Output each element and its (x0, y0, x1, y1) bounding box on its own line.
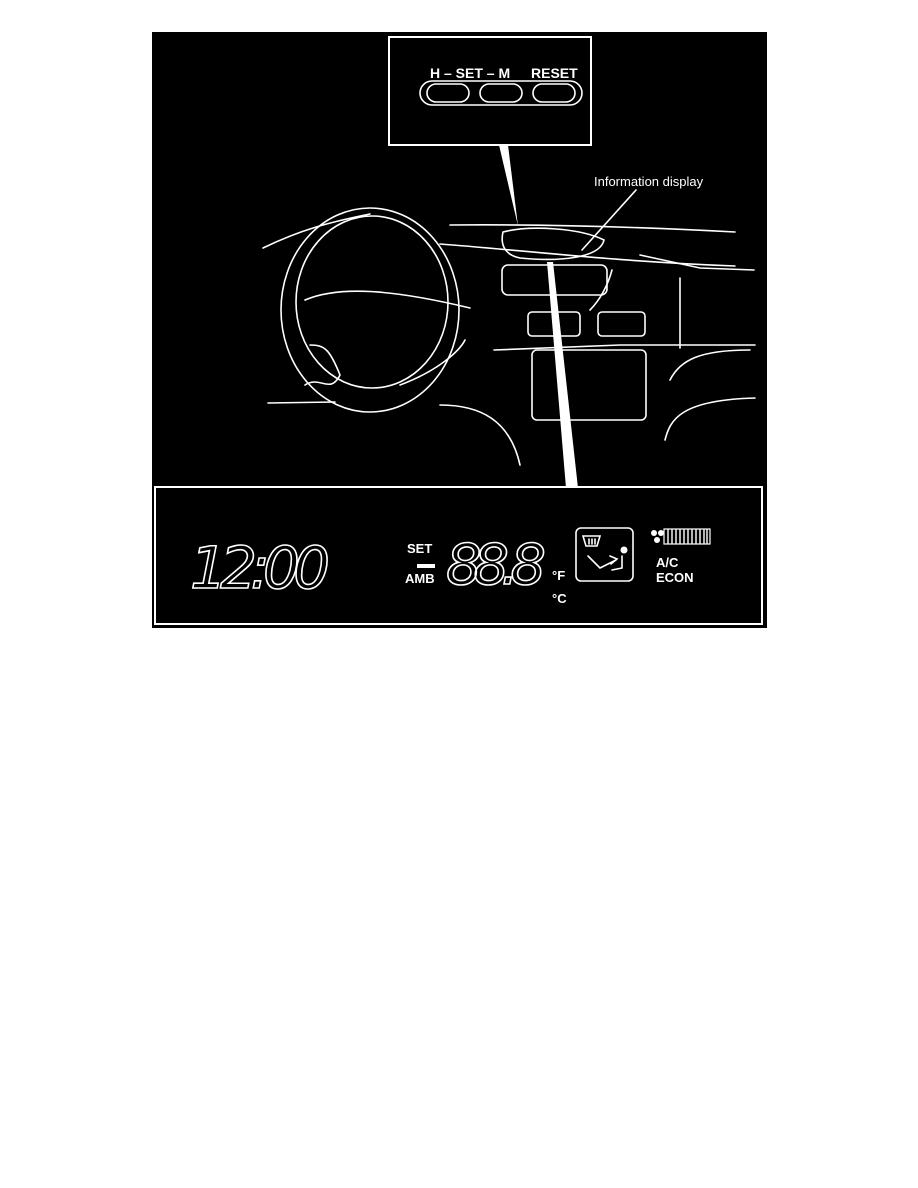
amb-label: AMB (405, 571, 435, 586)
m-button (479, 83, 523, 103)
set-amb-indicator (417, 564, 435, 568)
callout-pointer-top (499, 145, 518, 226)
econ-label: ECON (656, 570, 694, 585)
information-display-location (501, 227, 605, 261)
control-buttons-inset: H – SET – M RESET (388, 36, 592, 146)
information-display-inset: 12:00 SET AMB 88.8 °F °C A/C ECON (154, 486, 763, 625)
callout-leader-line (581, 189, 637, 251)
information-display-label: Information display (594, 174, 704, 189)
set-label: SET (407, 541, 432, 556)
dashboard-line-art (262, 207, 756, 466)
fan-speed-icon (651, 528, 711, 545)
h-set-m-label: H – SET – M (430, 65, 510, 81)
steering-wheel (280, 207, 460, 413)
h-button (426, 83, 470, 103)
reset-button (532, 83, 576, 103)
clock-readout: 12:00 (190, 534, 330, 602)
ac-label: A/C (656, 555, 679, 570)
temperature-readout: 88.8 (446, 533, 546, 598)
callout-pointer-bottom (547, 262, 578, 488)
audio-unit (531, 349, 647, 421)
celsius-label: °C (552, 591, 567, 606)
airflow-mode-icon (575, 527, 634, 582)
reset-label: RESET (531, 65, 578, 81)
fahrenheit-label: °F (552, 568, 565, 583)
